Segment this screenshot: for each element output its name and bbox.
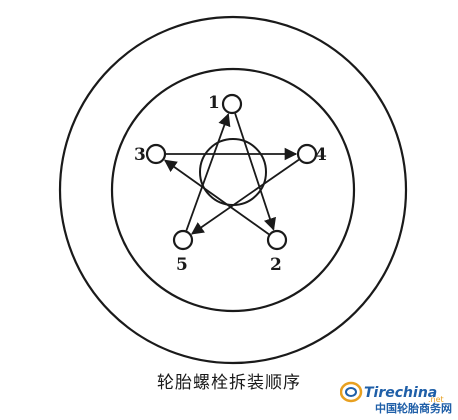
diagram-caption: 轮胎螺栓拆装顺序 [157,373,301,393]
hub-circle [199,138,267,206]
arrow-1-to-2 [234,113,276,231]
bolt-label-2: 2 [270,255,282,275]
arrow-4-to-5 [191,158,300,235]
bolt-hole-2 [266,229,288,251]
watermark: Tirechina .net 中国轮胎商务网 [340,380,452,416]
bolt-label-4: 4 [315,145,327,165]
tirechina-logo-icon: Tirechina .net [340,381,444,404]
rim-inner-circle [110,67,356,313]
arrow-2-to-3 [163,159,270,235]
svg-text:.net: .net [428,395,444,404]
bolt-label-3: 3 [134,145,146,165]
svg-text:Tirechina: Tirechina [364,385,437,401]
watermark-site-name: 中国轮胎商务网 [375,402,452,415]
arrow-5-to-1 [185,113,231,231]
bolt-hole-1 [221,93,243,115]
bolt-label-1: 1 [208,93,220,113]
bolt-holes: 1 2 3 4 5 [134,93,327,275]
bolt-hole-5 [172,229,194,251]
bolt-hole-3 [145,143,167,165]
tire-outer-circle [58,15,408,365]
bolt-label-5: 5 [176,255,188,275]
bolt-hole-4 [296,143,318,165]
sequence-arrows [163,113,300,235]
